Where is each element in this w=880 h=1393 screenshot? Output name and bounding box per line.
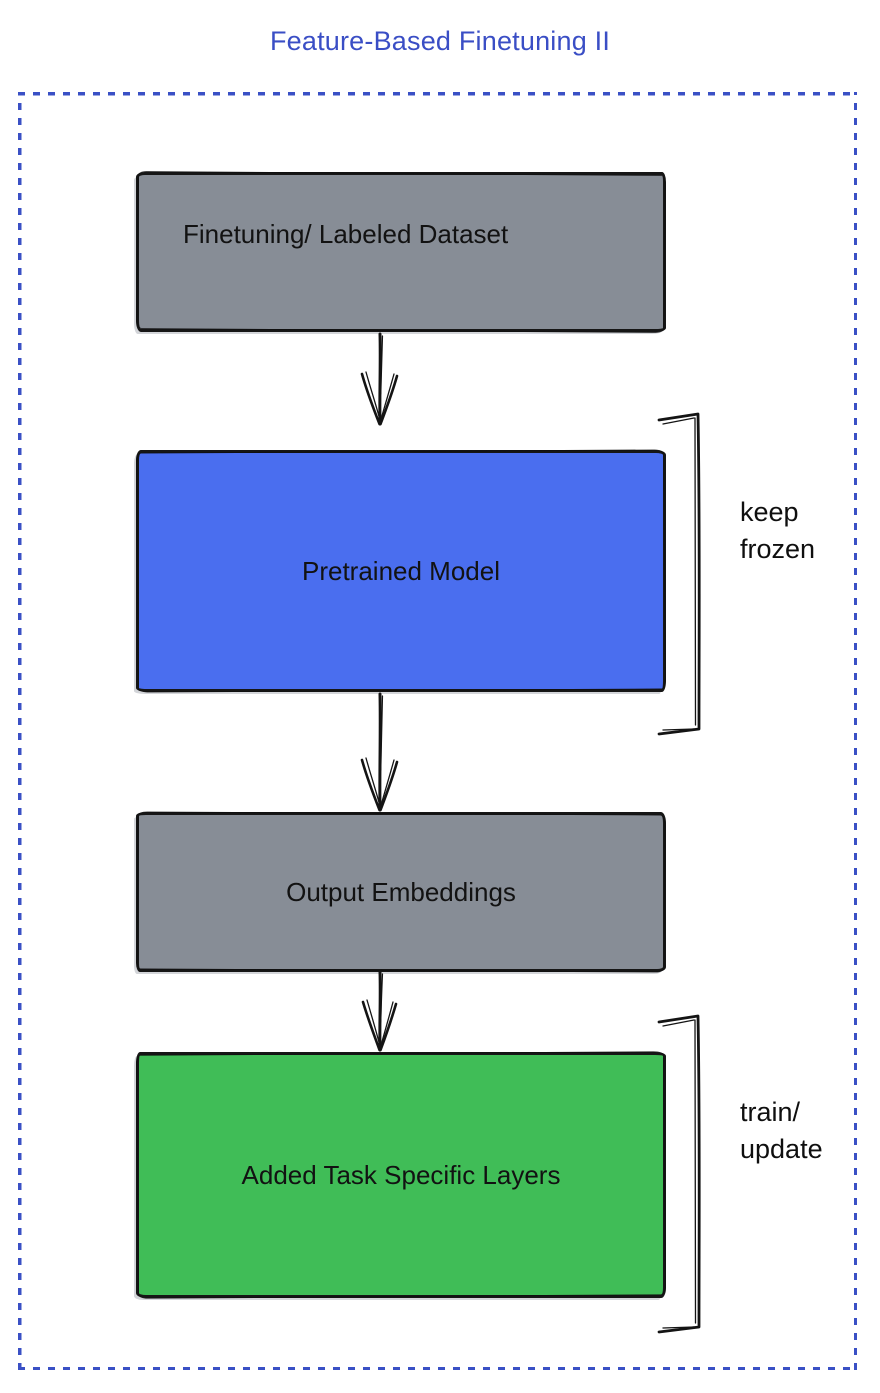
node-output-embeddings: Output Embeddings [136, 812, 666, 972]
annotation-line: train/ [740, 1097, 801, 1127]
annotation-line: frozen [740, 534, 816, 564]
bracket-train-update [657, 1014, 701, 1334]
flow-arrow-2 [360, 692, 399, 812]
annotation-line: keep [740, 497, 799, 527]
diagram-title: Feature-Based Finetuning II [269, 26, 611, 56]
node-label: Pretrained Model [302, 555, 500, 586]
node-pretrained-model: Pretrained Model [136, 450, 666, 692]
flow-arrow-3 [361, 970, 398, 1052]
bracket-keep-frozen [657, 412, 701, 736]
node-label: Added Task Specific Layers [241, 1159, 561, 1190]
node-task-specific-layers: Added Task Specific Layers [136, 1052, 666, 1298]
node-finetuning-dataset: Finetuning/ Labeled Dataset [136, 172, 666, 332]
annotation-keep-frozen: keep frozen [740, 494, 815, 568]
annotation-line: update [740, 1134, 823, 1164]
flow-arrow-1 [360, 332, 399, 426]
node-label: Finetuning/ Labeled Dataset [183, 218, 509, 249]
node-label: Output Embeddings [286, 876, 516, 907]
annotation-train-update: train/ update [740, 1094, 823, 1168]
